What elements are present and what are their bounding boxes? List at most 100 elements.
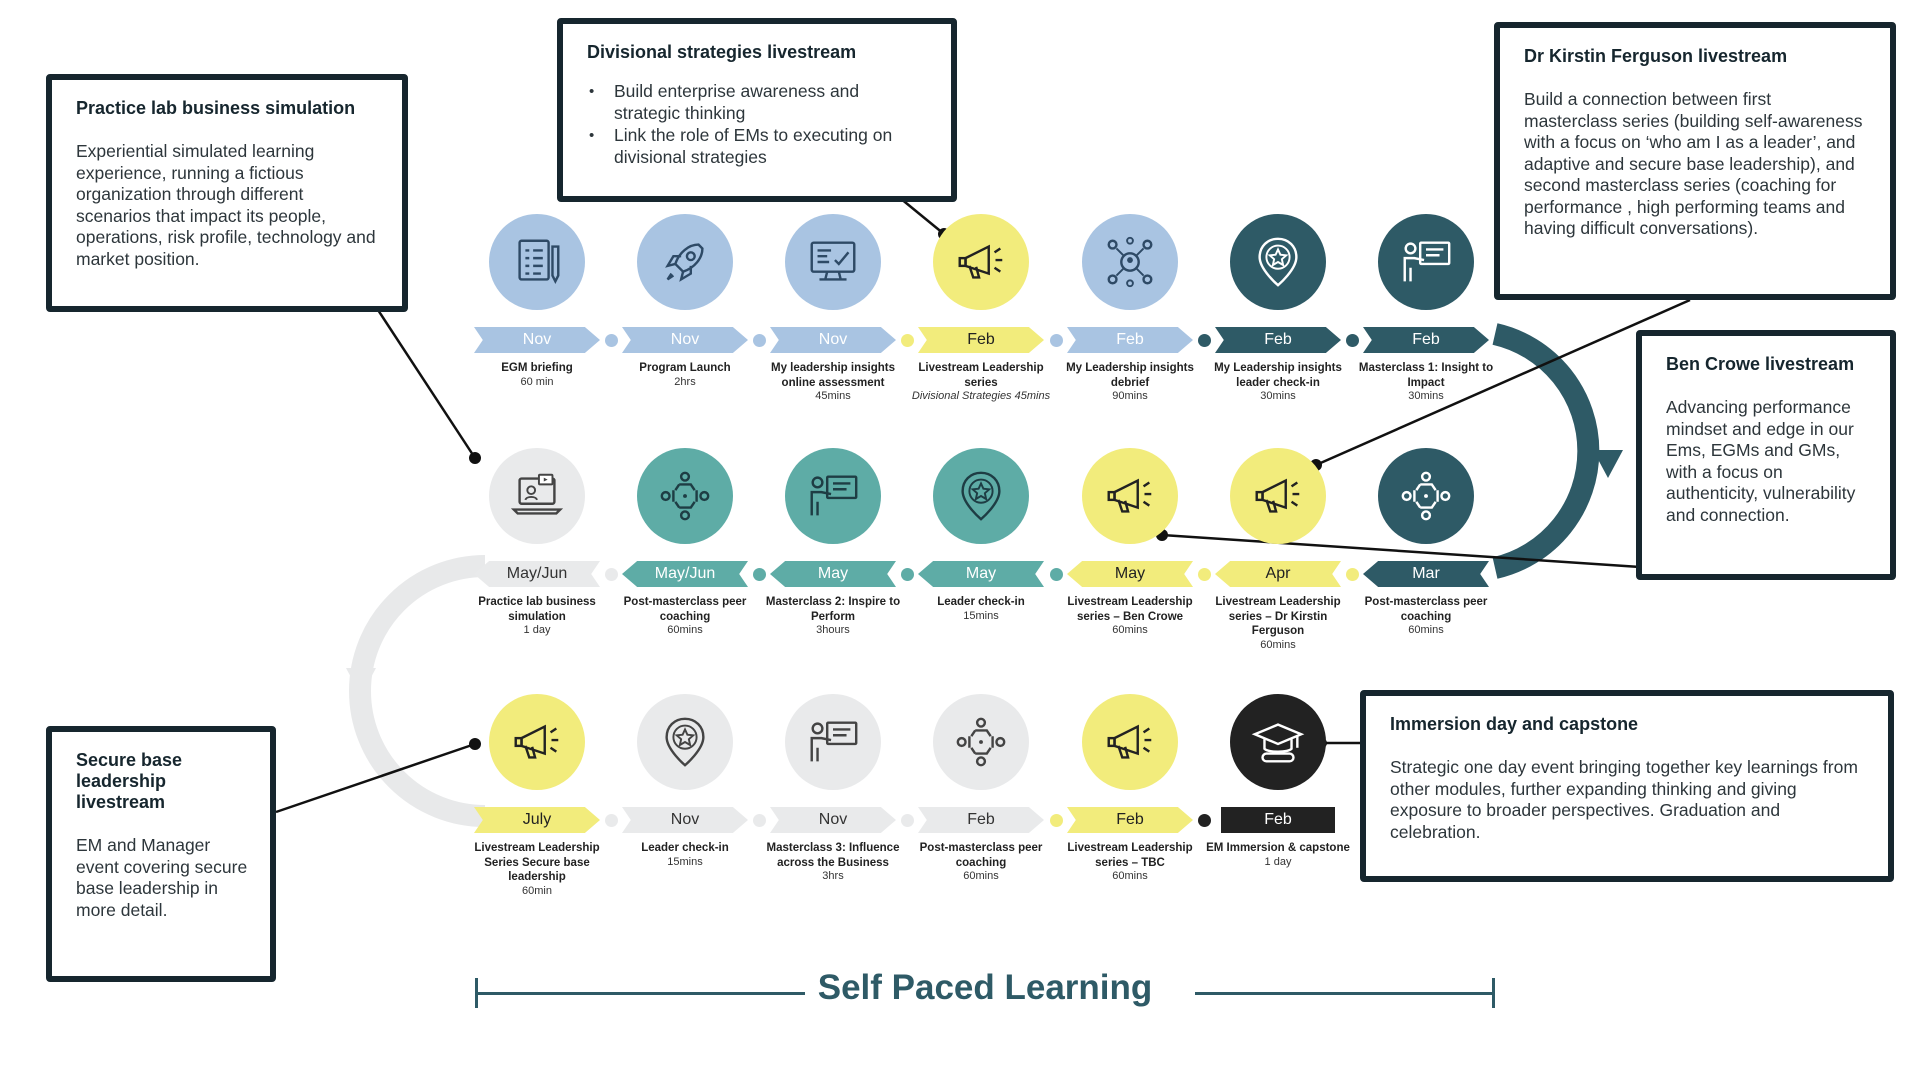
node-label: Program Launch: [639, 362, 731, 374]
callout-title: Secure base leadership livestream: [76, 750, 183, 812]
timeline-dot: [605, 814, 618, 827]
node-circle: [489, 694, 585, 790]
node-label: Livestream Leadership series: [918, 362, 1044, 389]
node-duration: 30mins: [1260, 390, 1296, 402]
node-duration: 30mins: [1408, 390, 1444, 402]
team-network-icon: [1107, 236, 1153, 288]
node-circle: [1082, 448, 1178, 544]
timeline-dot: [605, 334, 618, 347]
node-circle: [785, 694, 881, 790]
node-circle: [933, 448, 1029, 544]
month-chevron: May: [770, 561, 896, 587]
flow-arrow-right: [1492, 323, 1600, 579]
node-circle: [637, 448, 733, 544]
presenter-board-icon: [810, 475, 858, 516]
month-chevron: May: [918, 561, 1044, 587]
node-label: EM Immersion & capstone: [1206, 842, 1350, 854]
star-badge-icon: [961, 471, 1001, 521]
node-duration: 3hrs: [822, 870, 844, 882]
node-duration: Divisional Strategies 45mins: [911, 390, 1051, 402]
node-circle: [1230, 214, 1326, 310]
callout-kirstin: Dr Kirstin Ferguson livestream Build a c…: [1494, 22, 1896, 300]
month-chevron: May: [1067, 561, 1193, 587]
timeline-dot: [901, 814, 914, 827]
peer-group-icon: [1401, 471, 1451, 521]
callout-body: Strategic one day event bringing togethe…: [1390, 757, 1858, 842]
node-circle: [785, 448, 881, 544]
node-circle: [1230, 448, 1326, 544]
timeline-dot: [1050, 334, 1063, 347]
node-circle: [489, 448, 585, 544]
node-label: Livestream Leadership series – Ben Crowe: [1067, 596, 1193, 623]
timeline-dot: [1050, 568, 1063, 581]
self-paced-learning-bar: Self Paced Learning: [475, 968, 1495, 1018]
presenter-board-icon: [810, 721, 858, 762]
bar-line: [475, 992, 805, 995]
graduation-cap-icon: [1251, 723, 1305, 763]
node-label: Masterclass 1: Insight to Impact: [1358, 362, 1494, 389]
callout-immersion: Immersion day and capstone Strategic one…: [1360, 690, 1894, 882]
callout-body: Experiential simulated learning experien…: [76, 141, 376, 269]
timeline-dot: [901, 568, 914, 581]
laptop-video-icon: [510, 473, 564, 515]
node-duration: 1 day: [1264, 855, 1292, 868]
megaphone-icon: [1255, 478, 1300, 513]
megaphone-icon: [958, 244, 1003, 279]
callout-title: Dr Kirstin Ferguson livestream: [1524, 46, 1788, 66]
timeline-dot: [1198, 334, 1211, 347]
timeline-dot: [753, 334, 766, 347]
timeline-dot: [753, 814, 766, 827]
megaphone-icon: [514, 724, 559, 759]
month-chevron: Feb: [1215, 327, 1341, 353]
document-checklist-icon: [518, 239, 560, 285]
node-circle: [489, 214, 585, 310]
month-chevron: May/Jun: [474, 561, 600, 587]
node-label: Leader check-in: [937, 596, 1025, 608]
megaphone-icon: [1107, 478, 1152, 513]
month-chevron: Nov: [622, 807, 748, 833]
node-duration: 60mins: [1112, 870, 1148, 882]
node-circle: [1082, 214, 1178, 310]
month-chevron: Nov: [770, 327, 896, 353]
node-label: Masterclass 2: Inspire to Perform: [765, 596, 901, 623]
callout-title: Immersion day and capstone: [1390, 714, 1639, 734]
timeline-dot: [753, 568, 766, 581]
leader-line-kirstin: [1315, 298, 1691, 467]
callout-title: Ben Crowe livestream: [1666, 354, 1855, 374]
leader-dot-practice-lab: [469, 452, 481, 464]
leader-line-secure-base: [275, 742, 476, 814]
node-duration: 60min: [522, 884, 552, 897]
month-chevron: Feb: [1067, 327, 1193, 353]
month-chevron: Feb: [1221, 807, 1335, 833]
node-duration: 90mins: [1112, 390, 1148, 402]
timeline-dot: [1346, 334, 1359, 347]
node-label: Masterclass 3: Influence across the Busi…: [766, 842, 900, 869]
node-circle: [785, 214, 881, 310]
node-duration: 60mins: [1408, 624, 1444, 636]
month-chevron: Nov: [770, 807, 896, 833]
node-label: Post-masterclass peer coaching: [1364, 596, 1488, 623]
callout-title: Divisional strategies livestream: [587, 42, 857, 62]
node-label: EGM briefing: [501, 362, 573, 374]
self-paced-learning-title: Self Paced Learning: [817, 968, 1153, 1007]
leader-line-practice-lab: [376, 309, 477, 459]
leader-dot-secure-base: [469, 738, 481, 750]
timeline-dot: [1198, 814, 1211, 827]
bar-line: [1195, 992, 1495, 995]
leader-line-divisional: [899, 197, 945, 235]
month-chevron: Feb: [1363, 327, 1489, 353]
node-duration: 3hours: [816, 624, 850, 636]
